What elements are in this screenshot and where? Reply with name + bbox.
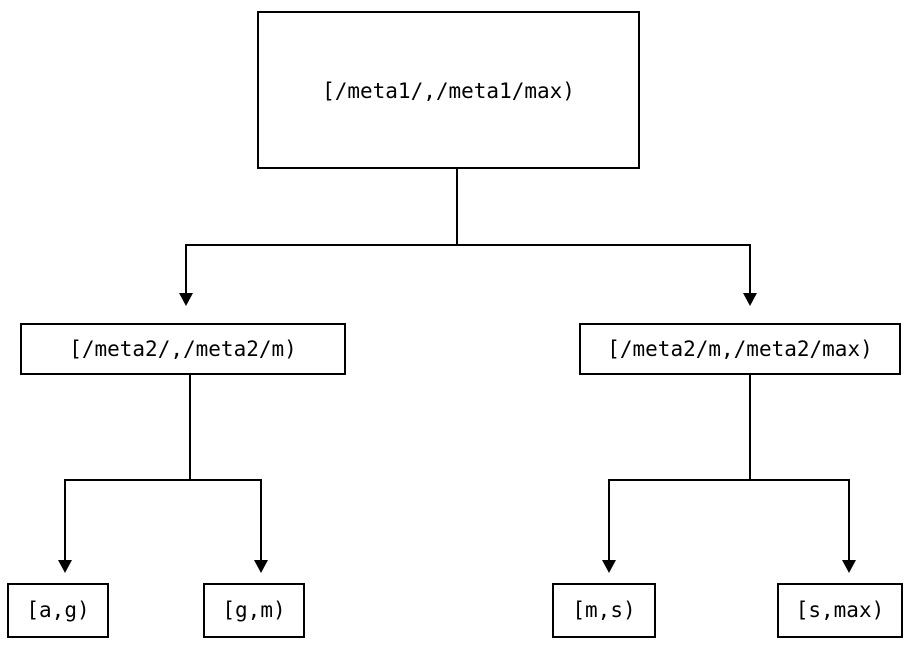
- node-layer: [/meta1/,/meta1/max) [/meta2/,/meta2/m) …: [6, 10, 904, 639]
- arrow-head-icon: [743, 293, 757, 306]
- edge-path: [63, 374, 192, 560]
- node-label: [s,max): [796, 598, 885, 622]
- node-box[interactable]: [6, 582, 110, 639]
- node-box[interactable]: [776, 582, 904, 639]
- edge-path: [184, 168, 459, 293]
- edge-meta2-left-to-leaf-gm: [188, 374, 268, 573]
- tree-node-leaf-ms[interactable]: [m,s): [551, 582, 657, 639]
- arrow-head-icon: [254, 560, 268, 573]
- tree-node-meta2-left[interactable]: [/meta2/,/meta2/m): [19, 322, 347, 376]
- edge-path: [188, 374, 263, 560]
- edge-path: [748, 374, 851, 560]
- node-box[interactable]: [256, 10, 641, 170]
- arrow-head-icon: [179, 293, 193, 306]
- edge-path: [607, 374, 752, 560]
- node-box[interactable]: [202, 582, 306, 639]
- node-label: [g,m): [222, 598, 285, 622]
- edge-meta2-right-to-leaf-smax: [748, 374, 856, 573]
- edge-root-to-meta2-right: [455, 168, 757, 306]
- tree-node-leaf-gm[interactable]: [g,m): [202, 582, 306, 639]
- edge-layer: [58, 168, 856, 573]
- edge-path: [455, 168, 752, 293]
- tree-node-root[interactable]: [/meta1/,/meta1/max): [256, 10, 641, 170]
- node-label: [/meta2/,/meta2/m): [69, 337, 297, 361]
- node-label: [/meta2/m,/meta2/max): [607, 337, 873, 361]
- edge-root-to-meta2-left: [179, 168, 459, 306]
- tree-node-leaf-ag[interactable]: [a,g): [6, 582, 110, 639]
- tree-node-meta2-right[interactable]: [/meta2/m,/meta2/max): [578, 322, 902, 376]
- node-box[interactable]: [578, 322, 902, 376]
- node-label: [m,s): [572, 598, 635, 622]
- node-label: [a,g): [26, 598, 89, 622]
- tree-node-leaf-smax[interactable]: [s,max): [776, 582, 904, 639]
- edge-meta2-right-to-leaf-ms: [602, 374, 752, 573]
- arrow-head-icon: [842, 560, 856, 573]
- arrow-head-icon: [58, 560, 72, 573]
- node-label: [/meta1/,/meta1/max): [322, 79, 575, 103]
- node-box[interactable]: [19, 322, 347, 376]
- arrow-head-icon: [602, 560, 616, 573]
- edge-meta2-left-to-leaf-ag: [58, 374, 192, 573]
- node-box[interactable]: [551, 582, 657, 639]
